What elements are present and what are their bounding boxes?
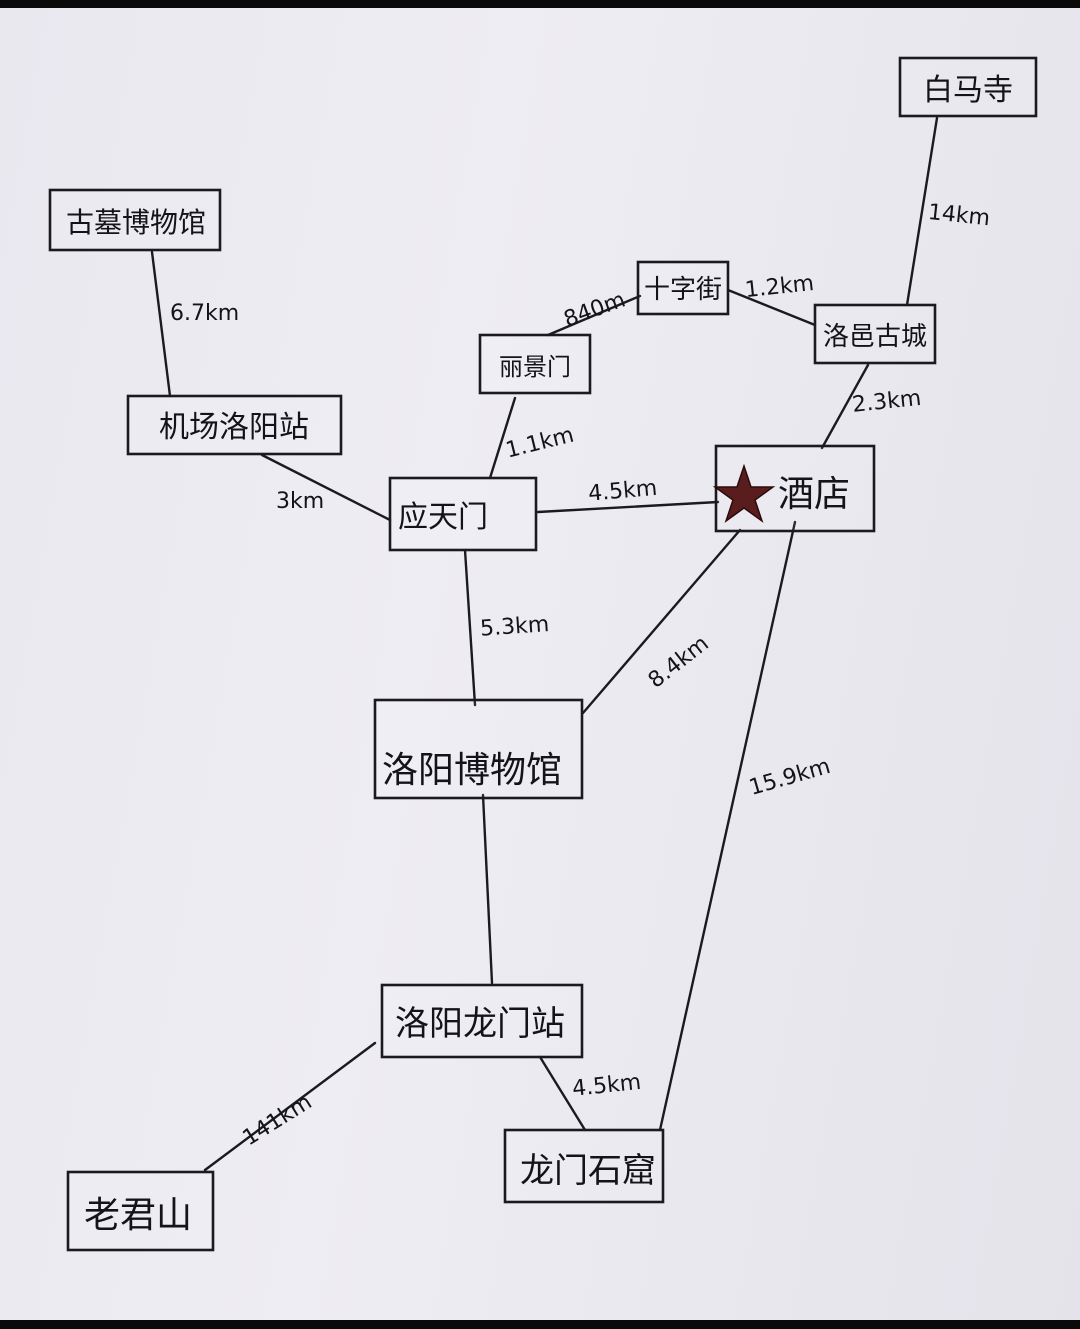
node-label: 机场洛阳站: [159, 410, 309, 445]
edge-jichang-ying: [260, 453, 392, 522]
edge-hotel-bowu: [581, 528, 742, 715]
edge-ying-bowu: [463, 548, 477, 707]
edge-ying-lijing: [488, 396, 517, 480]
edge-lijing-shizi: [546, 294, 642, 337]
distance-label: 141km: [239, 1090, 317, 1152]
distance-label: 1.1km: [503, 423, 576, 464]
node-label: 洛邑古城: [823, 322, 927, 352]
node-shizijie: 十字街: [636, 260, 730, 316]
node-label: 洛阳龙门站: [395, 1004, 565, 1044]
distance-label: 8.4km: [644, 631, 714, 693]
node-baimasi: 白马寺: [898, 56, 1038, 118]
distance-label: 2.3km: [851, 386, 922, 418]
edge-bowu-longmen: [481, 793, 494, 985]
distance-label: 6.7km: [170, 301, 239, 326]
node-longmenzhan: 洛阳龙门站: [380, 983, 584, 1059]
edge-ying-hotel: [536, 500, 720, 514]
node-jichang: 机场洛阳站: [126, 394, 343, 456]
node-laojunshan: 老君山: [66, 1170, 215, 1252]
distance-label: 4.5km: [571, 1070, 642, 1102]
node-bowuguan: 洛阳博物馆: [373, 698, 584, 800]
distance-label: 840m: [561, 287, 629, 332]
node-label: 应天门: [398, 500, 488, 535]
node-label: 洛阳博物馆: [382, 750, 562, 791]
edge-longmen-shiku: [538, 1055, 587, 1132]
node-hotel: 酒店: [712, 444, 876, 533]
node-label: 丽景门: [499, 353, 571, 381]
distance-label: 15.9km: [746, 754, 833, 801]
node-label: 十字街: [644, 275, 722, 305]
node-label: 酒店: [778, 474, 850, 515]
star-icon: [712, 463, 776, 523]
route-lines: [150, 116, 939, 1172]
edge-luoyi-hotel: [820, 363, 870, 450]
node-label: 古墓博物馆: [66, 206, 206, 239]
distance-label: 3km: [276, 489, 324, 514]
node-gumu: 古墓博物馆: [48, 188, 222, 252]
distance-label: 14km: [927, 200, 991, 231]
edge-longmen-laojun: [203, 1041, 377, 1172]
node-yingtianmen: 应天门: [388, 476, 538, 552]
node-luoyi: 洛邑古城: [813, 303, 937, 365]
distance-label: 5.3km: [479, 612, 550, 642]
edge-hotel-shiku: [658, 520, 797, 1132]
edge-shizi-luoyi: [726, 288, 817, 327]
node-label: 老君山: [84, 1195, 192, 1236]
node-label: 白马寺: [923, 73, 1013, 108]
node-lijingmen: 丽景门: [478, 333, 592, 395]
paper-sheet: [0, 8, 1080, 1320]
node-shiku: 龙门石窟: [503, 1128, 665, 1204]
edge-gumu-jichang: [150, 250, 172, 398]
node-label: 龙门石窟: [520, 1151, 656, 1191]
distance-label: 1.2km: [744, 271, 815, 303]
distance-label: 4.5km: [587, 476, 658, 507]
edge-luoyi-baimasi: [905, 116, 939, 307]
